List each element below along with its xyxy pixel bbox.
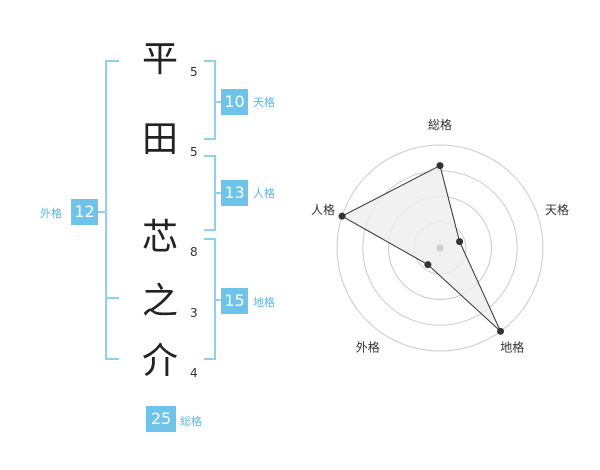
radar-grid-ring xyxy=(336,144,544,352)
jinkaku-value: 13 xyxy=(221,180,248,206)
radar-point-4 xyxy=(424,261,432,269)
soukaku-label: 総格 xyxy=(180,415,202,428)
radar-point-2 xyxy=(456,238,464,246)
radar-axis-label: 総格 xyxy=(428,117,452,132)
radar-point-5 xyxy=(338,212,346,220)
gaikaku-label: 外格 xyxy=(40,207,62,220)
stroke-count-1: 5 xyxy=(190,65,198,79)
radar-series-area xyxy=(340,164,501,332)
soukaku-value: 25 xyxy=(146,406,176,432)
jinkaku-label: 人格 xyxy=(253,187,275,200)
radar-axis-label: 外格 xyxy=(356,340,380,355)
radar-point-3 xyxy=(497,327,505,335)
stroke-count-5: 4 xyxy=(190,366,198,380)
stroke-count-4: 3 xyxy=(190,306,198,320)
name-char-4: 之 xyxy=(141,281,178,322)
chikaku-value: 15 xyxy=(221,288,248,314)
radar-axis-label: 人格 xyxy=(311,202,335,217)
radar-point-1 xyxy=(436,162,444,170)
radar-axis-label: 地格 xyxy=(500,340,524,355)
stroke-count-3: 8 xyxy=(190,245,198,259)
gaikaku-value: 12 xyxy=(71,199,98,225)
stroke-count-2: 5 xyxy=(190,145,198,159)
radar-center-point xyxy=(436,244,444,252)
chikaku-label: 地格 xyxy=(253,296,275,309)
radar-axis-label: 天格 xyxy=(545,202,569,217)
name-char-3: 芯 xyxy=(141,217,178,258)
name-char-5: 介 xyxy=(141,341,178,382)
tenkaku-value: 10 xyxy=(221,89,248,115)
name-char-1: 平 xyxy=(141,39,178,80)
tenkaku-label: 天格 xyxy=(253,96,275,109)
name-char-2: 田 xyxy=(141,119,178,160)
